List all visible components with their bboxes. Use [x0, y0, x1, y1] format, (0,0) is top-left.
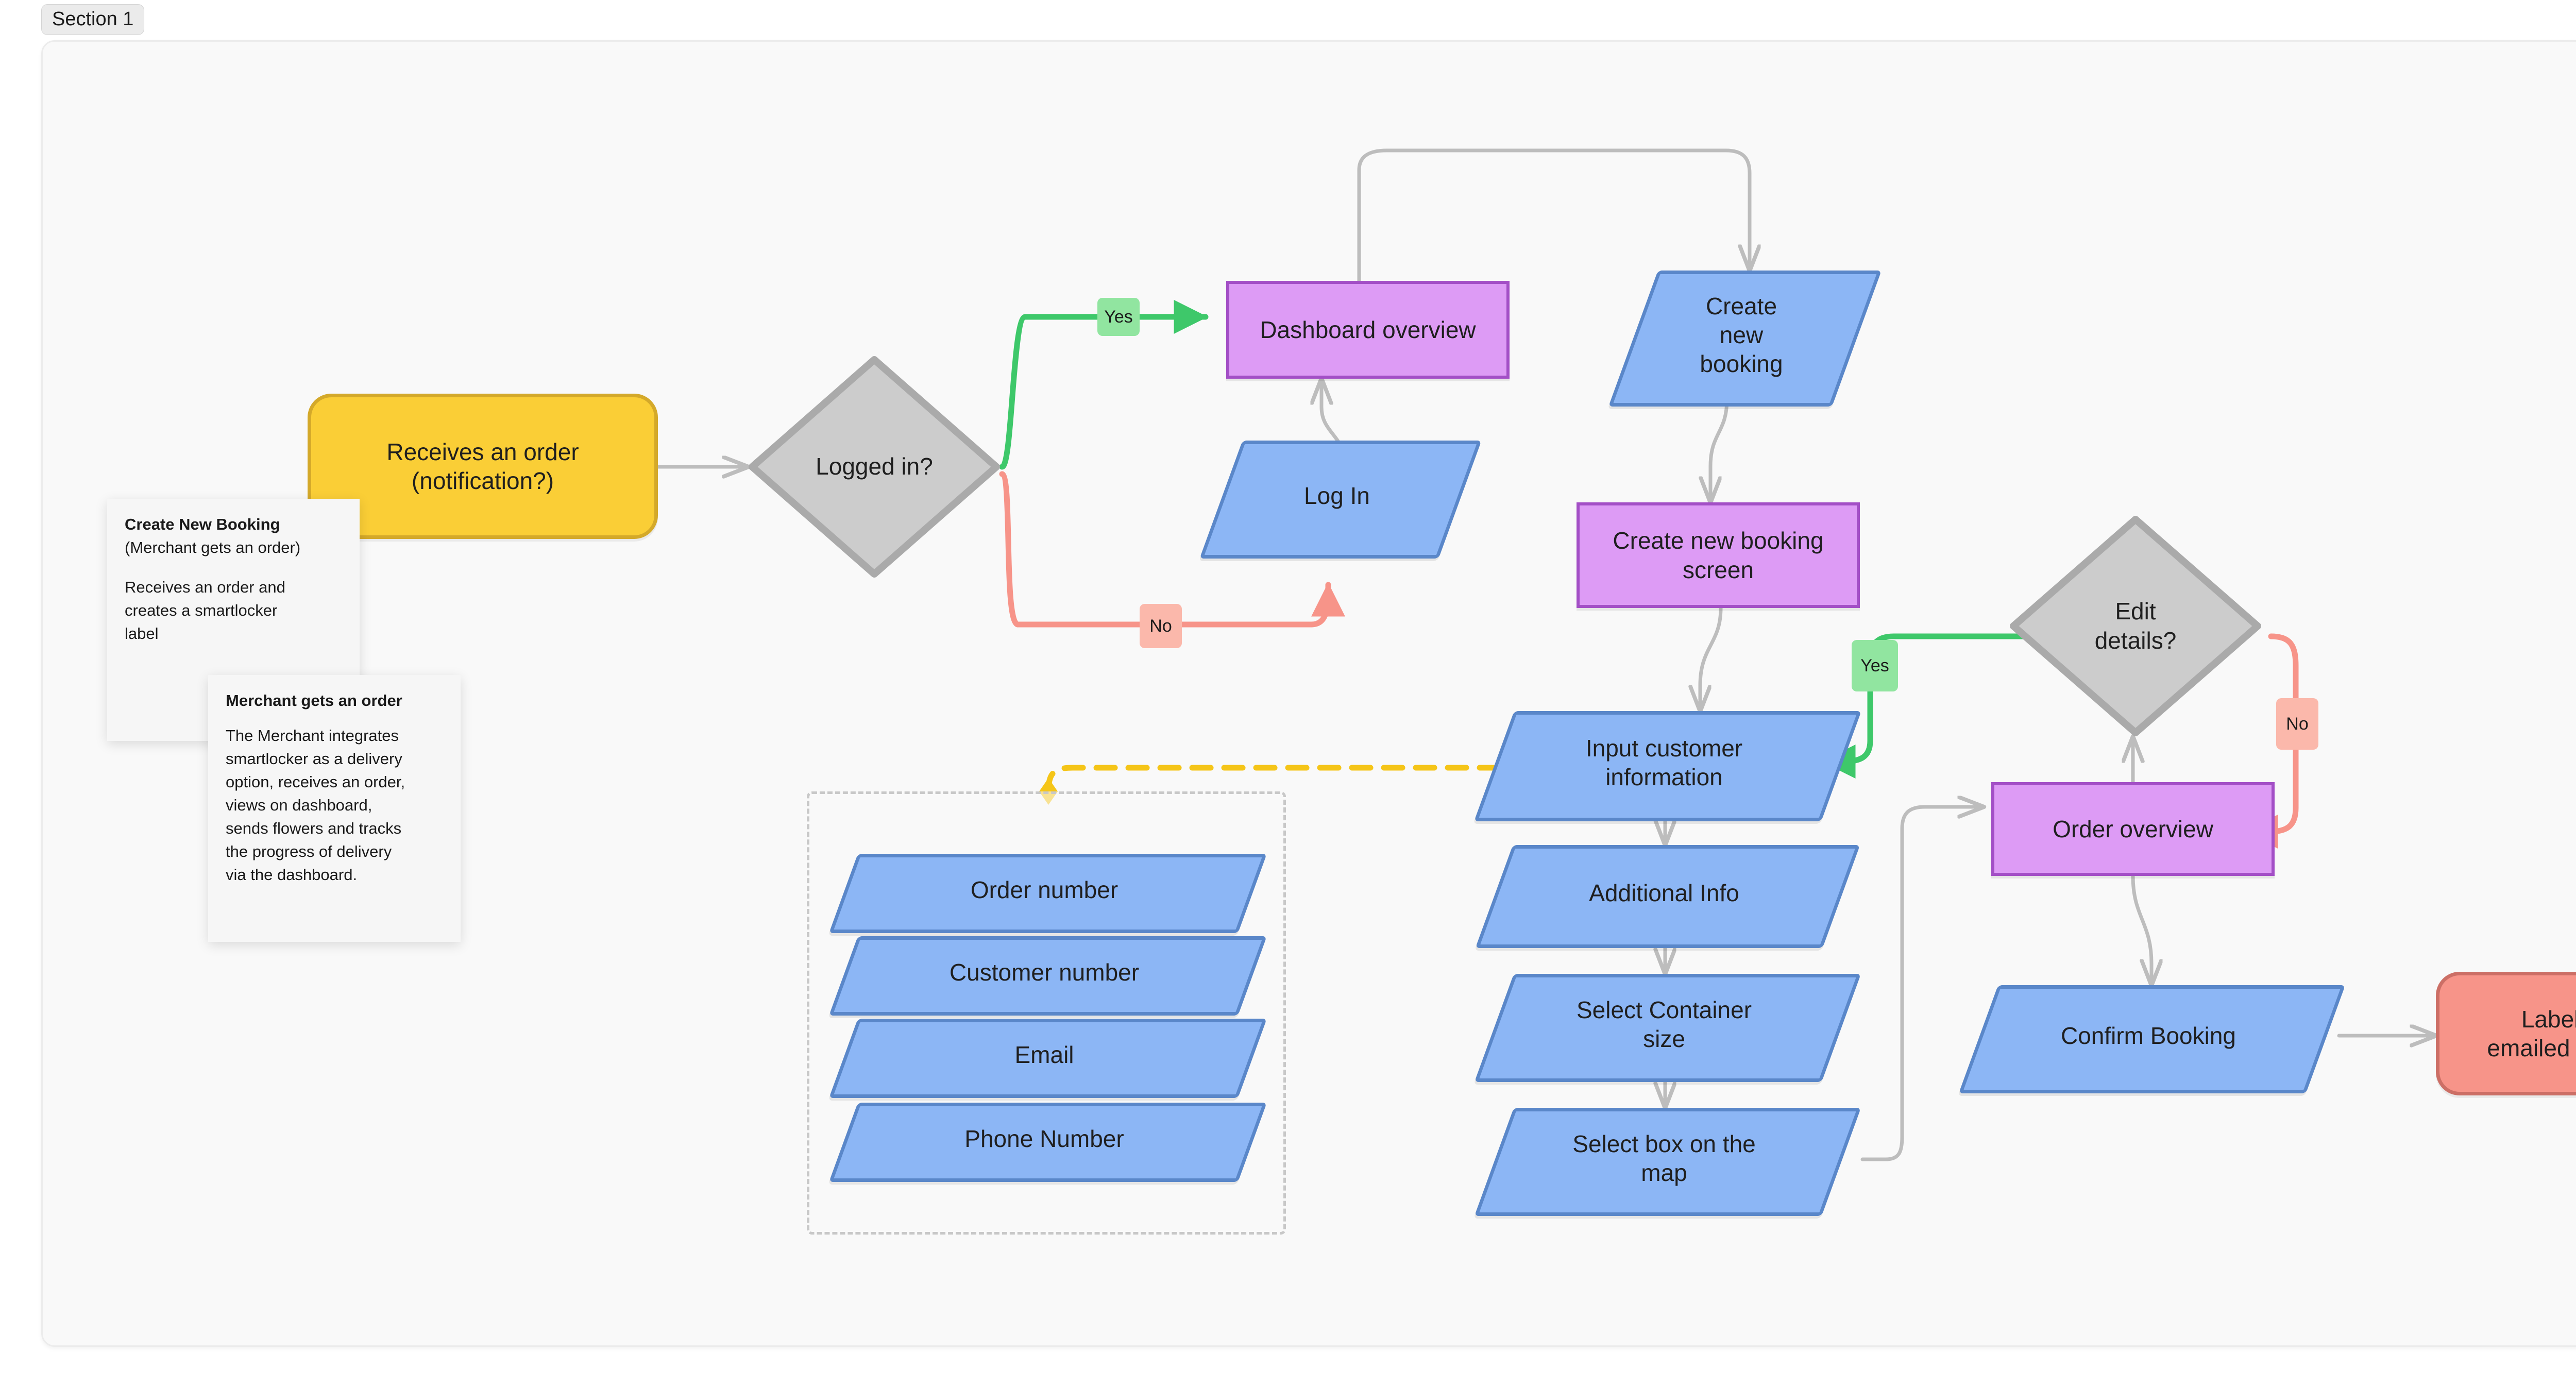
node-order-overview-label: Order overview: [2053, 815, 2213, 842]
node-create-new-booking-screen-label: Create new booking screen: [1613, 527, 1824, 583]
edge-label-edit-details-no-text: No: [2286, 714, 2309, 734]
annotation-card-1-title: Create New Booking: [125, 515, 280, 533]
node-input-customer-information[interactable]: Input customer information: [1474, 711, 1861, 821]
edge-label-edit-details-no: No: [2276, 698, 2318, 750]
edge-label-edit-details-yes: Yes: [1852, 640, 1898, 691]
diamond-shape-logged-in: [749, 356, 1000, 578]
node-log-in[interactable]: Log In: [1199, 441, 1482, 559]
node-input-customer-information-label: Input customer information: [1585, 734, 1743, 790]
node-confirm-booking[interactable]: Confirm Booking: [1958, 985, 2346, 1093]
node-create-new-booking[interactable]: Create new booking: [1608, 271, 1882, 407]
annotation-card-1-body: Receives an order and creates a smartloc…: [125, 578, 285, 643]
node-dashboard-overview-label: Dashboard overview: [1260, 316, 1476, 343]
node-logged-in[interactable]: Logged in?: [748, 356, 1001, 578]
field-customer-number[interactable]: Customer number: [828, 936, 1267, 1016]
node-receives-an-order[interactable]: Receives an order (notification?): [308, 394, 658, 539]
field-phone-number-label: Phone Number: [964, 1125, 1124, 1152]
field-email[interactable]: Email: [828, 1019, 1267, 1098]
node-confirm-booking-label: Confirm Booking: [2060, 1022, 2236, 1049]
node-order-overview[interactable]: Order overview: [1991, 782, 2275, 876]
node-create-new-booking-label: Create new booking: [1700, 292, 1783, 378]
node-create-new-booking-screen[interactable]: Create new booking screen: [1577, 502, 1860, 608]
node-select-box-on-map[interactable]: Select box on the map: [1474, 1108, 1861, 1216]
node-select-box-on-map-label: Select box on the map: [1572, 1130, 1756, 1186]
node-label-created-label: Label created and emailed to you/custome…: [2487, 1005, 2576, 1061]
annotation-card-2-title: Merchant gets an order: [226, 691, 402, 710]
field-email-label: Email: [1014, 1041, 1074, 1068]
node-select-container-size-label: Select Container size: [1576, 996, 1752, 1052]
node-additional-info[interactable]: Additional Info: [1475, 845, 1860, 948]
edge-label-logged-in-yes-text: Yes: [1104, 307, 1133, 327]
edge-label-logged-in-no: No: [1140, 604, 1182, 648]
field-phone-number[interactable]: Phone Number: [828, 1103, 1267, 1182]
diamond-shape-edit-details: [2010, 516, 2261, 736]
node-label-created[interactable]: Label created and emailed to you/custome…: [2436, 972, 2576, 1095]
node-dashboard-overview[interactable]: Dashboard overview: [1226, 281, 1510, 379]
annotation-card-1-subtitle: (Merchant gets an order): [125, 538, 301, 557]
edge-label-logged-in-yes: Yes: [1097, 298, 1140, 336]
node-edit-details-label: Edit details?: [2094, 597, 2177, 654]
node-edit-details[interactable]: Edit details?: [2009, 515, 2262, 737]
annotation-card-2-body: The Merchant integrates smartlocker as a…: [226, 727, 405, 884]
node-log-in-label: Log In: [1304, 482, 1370, 510]
node-receives-an-order-label: Receives an order (notification?): [386, 438, 579, 494]
annotation-card-merchant-gets-an-order[interactable]: Merchant gets an order The Merchant inte…: [208, 675, 461, 942]
node-select-container-size[interactable]: Select Container size: [1474, 974, 1861, 1082]
node-additional-info-label: Additional Info: [1589, 879, 1739, 906]
field-order-number-label: Order number: [970, 876, 1118, 903]
section-tab[interactable]: Section 1: [41, 4, 145, 35]
field-customer-number-label: Customer number: [949, 958, 1140, 986]
edge-label-edit-details-yes-text: Yes: [1860, 655, 1889, 675]
edge-label-logged-in-no-text: No: [1149, 616, 1172, 636]
node-logged-in-label: Logged in?: [816, 453, 933, 480]
field-order-number[interactable]: Order number: [828, 854, 1267, 933]
